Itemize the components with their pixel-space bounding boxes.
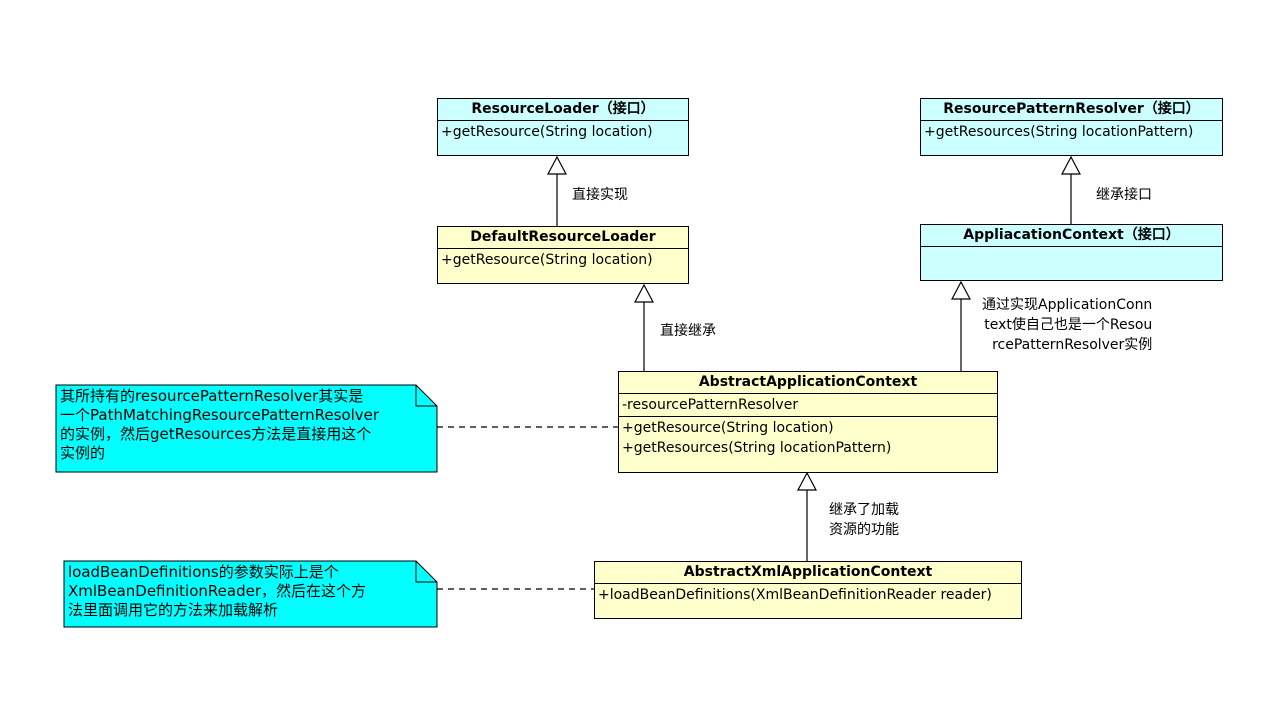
note-line: 法里面调用它的方法来加载解析 bbox=[68, 601, 279, 619]
label-line: 资源的功能 bbox=[829, 522, 899, 538]
method: +getResources(String locationPattern) bbox=[622, 440, 892, 456]
inheritance-arrowhead bbox=[634, 283, 654, 303]
label-line: text使自己也是一个Resou bbox=[984, 317, 1153, 333]
method: +getResource(String location) bbox=[441, 124, 653, 140]
methods-section: +getResource(String location) bbox=[438, 121, 688, 143]
realization-arrowhead bbox=[547, 155, 567, 175]
relation-label-inherits: 直接继承 bbox=[660, 323, 716, 339]
class-abstract-xml-application-context: AbstractXmlApplicationContext +loadBeanD… bbox=[594, 561, 1022, 619]
inheritance-arrowhead bbox=[797, 471, 817, 491]
note-line: 一个PathMatchingResourcePatternResolver bbox=[60, 406, 380, 424]
empty-section bbox=[921, 247, 1222, 249]
note-line: loadBeanDefinitions的参数实际上是个 bbox=[68, 563, 339, 581]
methods-section: +getResource(String location) bbox=[438, 249, 688, 271]
relation-label-inherits-loading: 继承了加载 资源的功能 bbox=[829, 500, 899, 540]
note-load-bean-definitions: loadBeanDefinitions的参数实际上是个 XmlBeanDefin… bbox=[63, 560, 438, 628]
class-name: AbstractApplicationContext bbox=[619, 372, 997, 394]
note-line: 实例的 bbox=[60, 444, 106, 462]
class-application-context: AppliacationContext（接口） bbox=[920, 224, 1223, 281]
methods-section: +loadBeanDefinitions(XmlBeanDefinitionRe… bbox=[595, 584, 1021, 606]
methods-section: +getResources(String locationPattern) bbox=[921, 121, 1222, 143]
note-text: loadBeanDefinitions的参数实际上是个 XmlBeanDefin… bbox=[68, 563, 415, 620]
class-name: DefaultResourceLoader bbox=[438, 227, 688, 249]
relation-label-inherits-interface: 继承接口 bbox=[1096, 187, 1152, 203]
method: +getResource(String location) bbox=[441, 252, 653, 268]
label-line: 通过实现ApplicationConn bbox=[982, 297, 1153, 313]
relation-label-implements-appcontext: 通过实现ApplicationConn text使自己也是一个Resou rce… bbox=[982, 295, 1152, 355]
class-name: ResourceLoader（接口） bbox=[438, 99, 688, 121]
note-line: XmlBeanDefinitionReader，然后在这个方 bbox=[68, 582, 366, 600]
relation-label-implements: 直接实现 bbox=[572, 187, 628, 203]
note-shape bbox=[63, 560, 438, 628]
realization-arrowhead bbox=[951, 280, 971, 300]
class-resource-loader: ResourceLoader（接口） +getResource(String l… bbox=[437, 98, 689, 156]
class-abstract-application-context: AbstractApplicationContext -resourcePatt… bbox=[618, 371, 998, 473]
attributes-section: -resourcePatternResolver bbox=[619, 394, 997, 417]
methods-section: +getResource(String location) +getResour… bbox=[619, 417, 997, 459]
method: +loadBeanDefinitions(XmlBeanDefinitionRe… bbox=[598, 587, 992, 603]
note-line: 其所持有的resourcePatternResolver其实是 bbox=[60, 387, 364, 405]
note-shape bbox=[55, 384, 438, 473]
note-line: 的实例，然后getResources方法是直接用这个 bbox=[60, 425, 372, 443]
note-resource-pattern-resolver: 其所持有的resourcePatternResolver其实是 一个PathMa… bbox=[55, 384, 438, 473]
method: +getResources(String locationPattern) bbox=[924, 124, 1194, 140]
method: +getResource(String location) bbox=[622, 420, 834, 436]
class-name: AppliacationContext（接口） bbox=[921, 225, 1222, 247]
class-default-resource-loader: DefaultResourceLoader +getResource(Strin… bbox=[437, 226, 689, 284]
class-resource-pattern-resolver: ResourcePatternResolver（接口） +getResource… bbox=[920, 98, 1223, 156]
class-name: ResourcePatternResolver（接口） bbox=[921, 99, 1222, 121]
class-name: AbstractXmlApplicationContext bbox=[595, 562, 1021, 584]
note-text: 其所持有的resourcePatternResolver其实是 一个PathMa… bbox=[60, 387, 415, 463]
label-line: rcePatternResolver实例 bbox=[992, 337, 1153, 353]
inheritance-arrowhead bbox=[1061, 155, 1081, 175]
label-line: 继承了加载 bbox=[829, 502, 899, 518]
attribute: -resourcePatternResolver bbox=[622, 397, 799, 413]
